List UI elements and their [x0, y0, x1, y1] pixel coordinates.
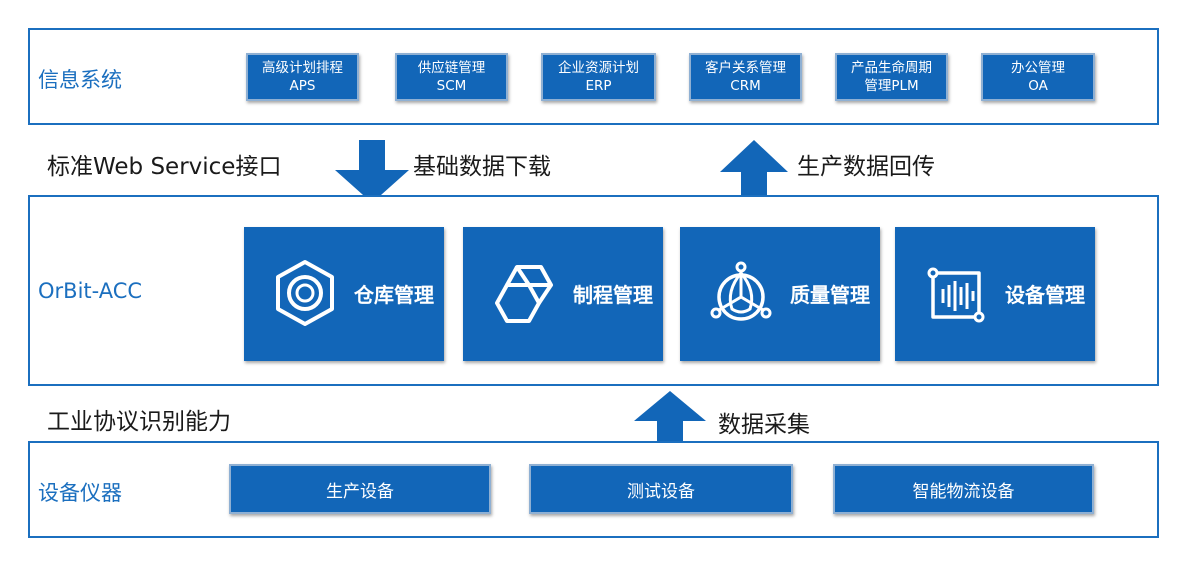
system-box-scm: 供应链管理 SCM: [395, 53, 508, 101]
device-production: 生产设备: [229, 464, 491, 514]
device-testing: 测试设备: [529, 464, 793, 514]
info-systems-panel: 信息系统 高级计划排程 APS 供应链管理 SCM 企业资源计划 ERP 客户关…: [28, 28, 1159, 125]
web-service-text: 标准Web Service接口: [47, 154, 282, 180]
system-name: 企业资源计划: [558, 60, 639, 76]
system-box-crm: 客户关系管理 CRM: [689, 53, 802, 101]
system-box-erp: 企业资源计划 ERP: [541, 53, 656, 101]
device-logistics: 智能物流设备: [833, 464, 1094, 514]
system-code: SCM: [436, 78, 467, 94]
devices-panel: 设备仪器 生产设备 测试设备 智能物流设备: [28, 441, 1159, 538]
orbit-acc-panel: OrBit-ACC 仓库管理 制程管理 质量管理: [28, 195, 1159, 386]
system-code: APS: [289, 78, 316, 94]
download-text: 基础数据下载: [413, 154, 551, 180]
system-box-oa: 办公管理 OA: [981, 53, 1095, 101]
system-box-plm: 产品生命周期 管理PLM: [835, 53, 948, 101]
system-name: 供应链管理: [417, 60, 486, 76]
module-process: 制程管理: [463, 227, 663, 361]
system-code: CRM: [730, 78, 761, 94]
system-name: 办公管理: [1011, 60, 1065, 76]
process-icon: [495, 265, 553, 323]
collect-arrow-icon: [634, 391, 706, 449]
module-label: 质量管理: [790, 283, 870, 307]
protocol-text: 工业协议识别能力: [47, 409, 231, 435]
collect-text: 数据采集: [718, 412, 810, 438]
module-warehouse: 仓库管理: [244, 227, 444, 361]
system-code: OA: [1028, 78, 1048, 94]
module-equipment: 设备管理: [895, 227, 1095, 361]
module-quality: 质量管理: [680, 227, 880, 361]
module-label: 设备管理: [1005, 283, 1085, 307]
upload-arrow-icon: [720, 140, 788, 203]
module-label: 仓库管理: [354, 283, 434, 307]
download-arrow-icon: [335, 140, 409, 203]
system-box-aps: 高级计划排程 APS: [246, 53, 359, 101]
system-name: 高级计划排程: [262, 60, 343, 76]
system-code: 管理PLM: [864, 78, 919, 94]
quality-icon: [710, 261, 772, 321]
info-systems-label: 信息系统: [38, 68, 122, 92]
devices-label: 设备仪器: [38, 481, 122, 505]
equipment-icon: [927, 267, 985, 323]
upload-text: 生产数据回传: [797, 154, 935, 180]
warehouse-icon: [276, 260, 334, 326]
system-code: ERP: [585, 78, 612, 94]
module-label: 制程管理: [573, 283, 653, 307]
system-name: 客户关系管理: [705, 60, 786, 76]
system-name: 产品生命周期: [851, 60, 932, 76]
orbit-acc-label: OrBit-ACC: [38, 279, 143, 303]
